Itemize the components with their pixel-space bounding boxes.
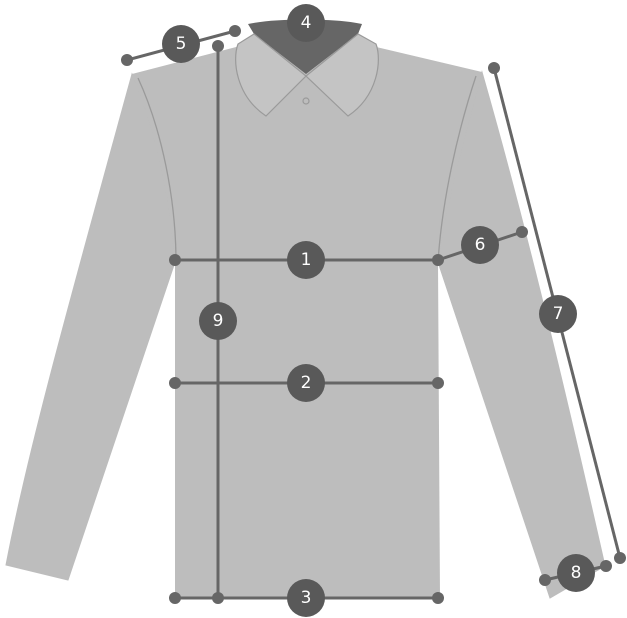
badge-sleeve-label: 7 — [553, 304, 564, 324]
cuff-endpoint-left — [539, 574, 551, 586]
collar-button — [302, 97, 310, 105]
badge-collar: 4 — [287, 4, 325, 42]
badge-length: 9 — [199, 302, 237, 340]
collar-left-point — [235, 33, 307, 117]
shoulder-endpoint-right — [229, 25, 241, 37]
sleeve-endpoint-bottom — [614, 552, 626, 564]
badge-chest: 1 — [287, 241, 325, 279]
hem-endpoint-right — [432, 592, 444, 604]
left-sleeve — [5, 72, 176, 581]
badge-length-label: 9 — [213, 311, 224, 331]
shirt-body — [132, 46, 482, 598]
right-sleeve — [437, 70, 606, 599]
badge-cuff-label: 8 — [571, 563, 582, 583]
badge-chest-label: 1 — [301, 250, 312, 270]
shoulder-endpoint-left — [121, 54, 133, 66]
waist-endpoint-left — [169, 377, 181, 389]
waist-endpoint-right — [432, 377, 444, 389]
length-endpoint-top — [212, 40, 224, 52]
badge-armhole-label: 6 — [475, 235, 486, 255]
right-armhole-seam — [437, 75, 477, 263]
badge-armhole: 6 — [461, 226, 499, 264]
badge-cuff: 8 — [557, 554, 595, 592]
left-armhole-seam — [137, 77, 177, 263]
cuff-endpoint-right — [600, 560, 612, 572]
hem-endpoint-left — [169, 592, 181, 604]
armhole-endpoint — [516, 226, 528, 238]
badge-sleeve: 7 — [539, 295, 577, 333]
badge-collar-label: 4 — [301, 13, 312, 33]
collar-right-point — [305, 33, 379, 117]
badge-waist: 2 — [287, 364, 325, 402]
badge-waist-label: 2 — [301, 373, 312, 393]
length-endpoint-bottom — [212, 592, 224, 604]
badge-shoulder: 5 — [162, 25, 200, 63]
badge-hem-label: 3 — [301, 588, 312, 608]
badge-hem: 3 — [287, 579, 325, 617]
shirt-illustration — [5, 19, 606, 599]
sleeve-endpoint-top — [488, 62, 500, 74]
collar-band — [248, 19, 362, 74]
measurement-badges: 1 2 3 4 5 6 7 8 — [162, 4, 595, 617]
badge-shoulder-label: 5 — [176, 34, 187, 54]
chest-endpoint-left — [169, 254, 181, 266]
